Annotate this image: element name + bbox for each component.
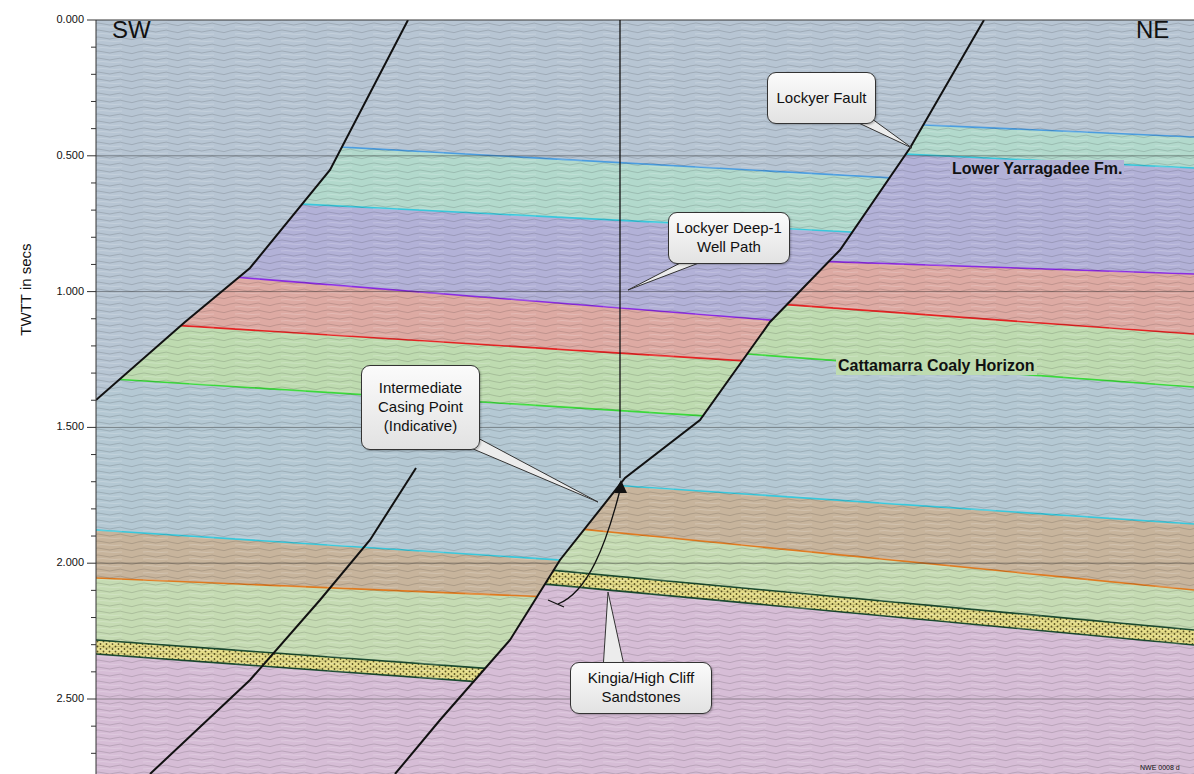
axis-tick: [91, 454, 96, 455]
axis-tick: [87, 699, 96, 700]
callout-box: Lockyer Deep-1 Well Path: [668, 212, 790, 264]
time-gridline: [96, 427, 1194, 428]
axis-tick: [87, 20, 96, 21]
axis-tick: [91, 400, 96, 401]
well-path: [619, 20, 620, 478]
axis-value: 2.500: [32, 692, 84, 704]
axis-tick: [91, 617, 96, 618]
time-gridline: [96, 155, 1194, 156]
watermark: NWE 0008 d: [1140, 764, 1180, 771]
seismic-texture: [96, 20, 1194, 774]
callout-tails: [452, 116, 912, 670]
axis-tick: [91, 536, 96, 537]
axis-tick: [91, 726, 96, 727]
axis-tick: [91, 481, 96, 482]
axis-tick: [91, 264, 96, 265]
callout-text: Kingia/High Cliff Sandstones: [577, 669, 705, 707]
callout-text: Lockyer Fault: [774, 89, 869, 108]
sidetrack-path: [558, 490, 620, 604]
direction-label: SW: [112, 16, 151, 44]
axis-value: 0.500: [32, 149, 84, 161]
formation-label: Lower Yarragadee Fm.: [950, 160, 1124, 178]
axis-value: 1.500: [32, 420, 84, 432]
axis-tick: [91, 74, 96, 75]
axis-tick: [91, 182, 96, 183]
axis-tick: [91, 644, 96, 645]
axis-tick: [91, 210, 96, 211]
time-gridline: [96, 563, 1194, 564]
callout-box: Kingia/High Cliff Sandstones: [570, 662, 712, 714]
direction-label: NE: [1136, 16, 1169, 44]
time-gridline: [96, 291, 1194, 292]
axis-tick: [91, 671, 96, 672]
top-border: [96, 20, 1194, 21]
axis-tick: [87, 427, 96, 428]
axis-tick: [87, 291, 96, 292]
axis-tick: [91, 373, 96, 374]
axis-value: 0.000: [32, 13, 84, 25]
callout-box: Intermediate Casing Point (Indicative): [361, 365, 480, 450]
axis-tick: [87, 155, 96, 156]
axis-tick: [91, 47, 96, 48]
axis-tick: [91, 590, 96, 591]
axis-tick: [91, 753, 96, 754]
fault-line: [395, 20, 984, 774]
axis-tick: [91, 128, 96, 129]
axis-tick: [87, 563, 96, 564]
callout-tail: [603, 592, 625, 670]
callout-box: Lockyer Fault: [767, 72, 876, 124]
axis-tick: [91, 345, 96, 346]
time-axis: [96, 20, 97, 774]
callout-text: Intermediate Casing Point (Indicative): [368, 379, 473, 435]
arrow-head: [614, 480, 627, 493]
fault-line: [96, 20, 408, 400]
axis-tick: [91, 237, 96, 238]
axis-tick: [91, 101, 96, 102]
axis-value: 2.000: [32, 556, 84, 568]
formation-label: Cattamarra Coaly Horizon: [836, 357, 1037, 375]
axis-value: 1.000: [32, 285, 84, 297]
axis-tick: [91, 318, 96, 319]
callout-text: Lockyer Deep-1 Well Path: [675, 219, 783, 257]
axis-tick: [91, 508, 96, 509]
fault-line: [150, 468, 416, 774]
axis-title: TWTT in secs: [17, 243, 34, 337]
well-td-tick: [548, 600, 564, 607]
